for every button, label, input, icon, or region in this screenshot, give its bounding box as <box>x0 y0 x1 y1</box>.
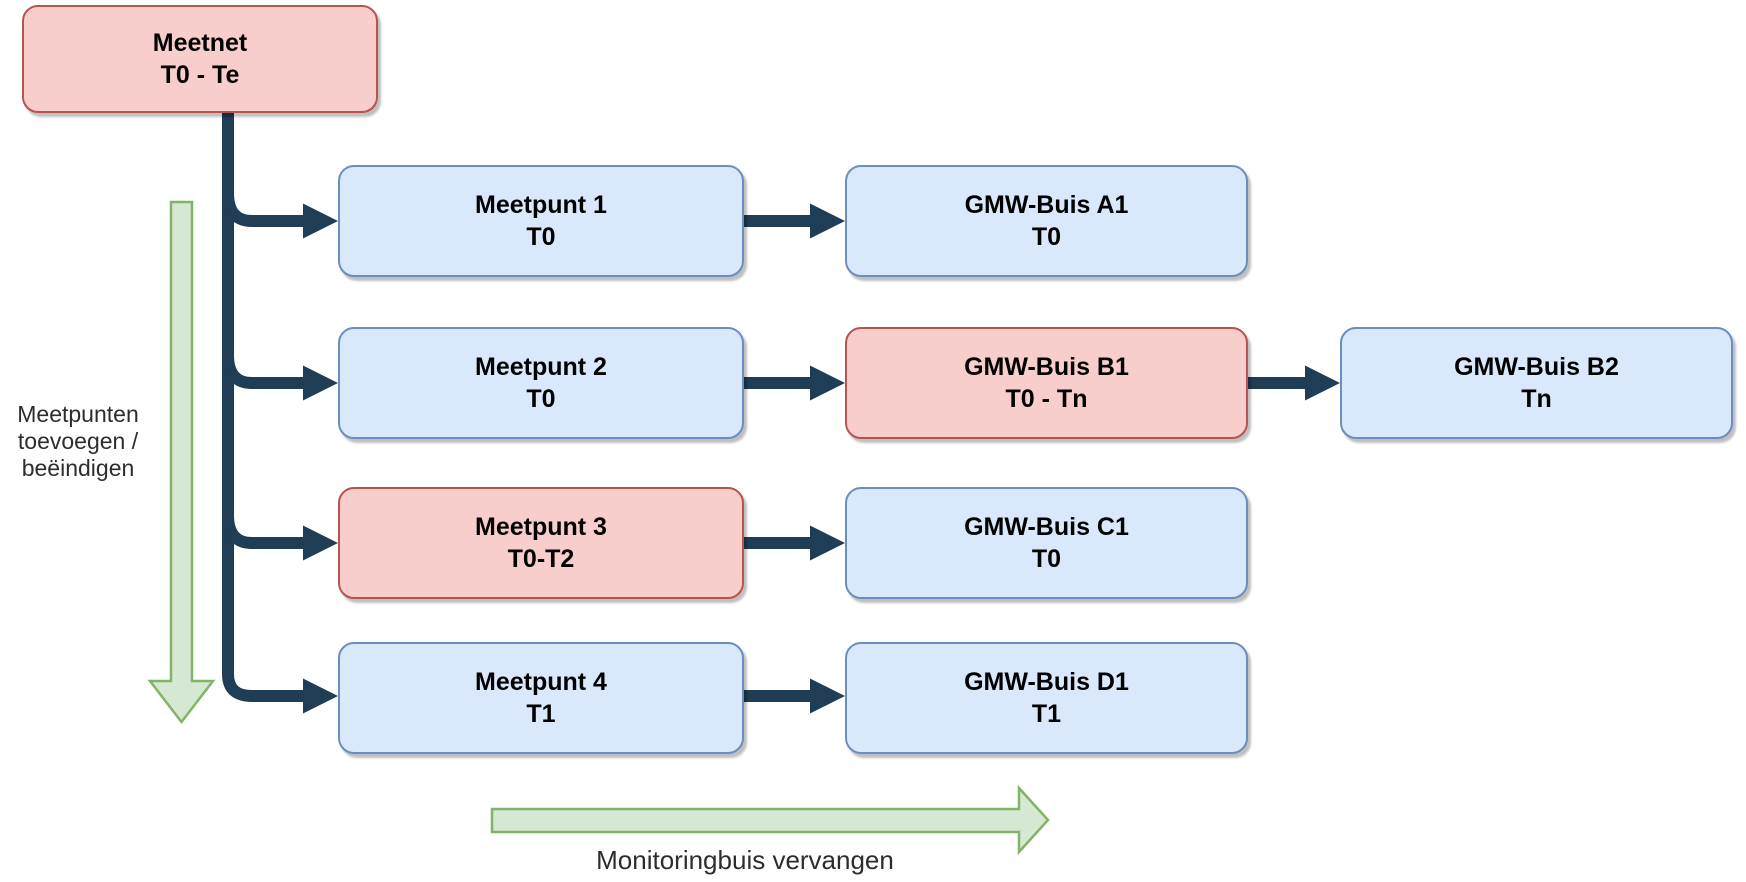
node-gmw-buis-a1: GMW-Buis A1 T0 <box>845 165 1248 277</box>
node-gmw-buis-c1: GMW-Buis C1 T0 <box>845 487 1248 599</box>
branch-arrowhead-1 <box>303 203 338 239</box>
node-meetpunt-4-period: T1 <box>526 700 556 728</box>
arrowhead-row1 <box>810 203 845 239</box>
left-arrow-label-line-2: toevoegen / <box>17 428 139 454</box>
left-arrow-label-line-1: Meetpunten <box>17 401 139 427</box>
branch-line-3 <box>222 514 304 549</box>
arrowhead-row2 <box>810 365 845 401</box>
branch-line-1 <box>222 192 304 227</box>
left-process-arrow <box>147 200 216 725</box>
bottom-arrow-label: Monitoringbuis vervangen <box>596 845 894 875</box>
node-meetpunt-3-period: T0-T2 <box>507 545 575 573</box>
node-gmw-buis-d1-period: T1 <box>1031 700 1062 728</box>
node-meetpunt-3-title: Meetpunt 3 <box>475 512 607 541</box>
bottom-process-arrow <box>490 784 1050 856</box>
node-meetpunt-4-title: Meetpunt 4 <box>475 667 607 696</box>
branch-line-2 <box>222 354 304 389</box>
arrowhead-b1-b2 <box>1305 365 1340 401</box>
node-meetnet-title: Meetnet <box>152 28 248 57</box>
branch-arrowhead-4 <box>303 678 338 714</box>
node-meetpunt-1-period: T0 <box>526 223 556 251</box>
arrowhead-row3 <box>810 525 845 561</box>
node-meetpunt-3: Meetpunt 3 T0-T2 <box>338 487 744 599</box>
node-meetpunt-2-title: Meetpunt 2 <box>475 352 607 381</box>
node-gmw-buis-b1-period: T0 - Tn <box>1005 385 1088 413</box>
left-arrow-label-line-3: beëindigen <box>21 455 135 481</box>
branch-arrowhead-3 <box>303 525 338 561</box>
node-meetnet-period: T0 - Te <box>160 61 240 89</box>
node-meetpunt-2: Meetpunt 2 T0 <box>338 327 744 439</box>
trunk-line <box>222 112 304 702</box>
node-gmw-buis-b1-title: GMW-Buis B1 <box>964 352 1129 381</box>
node-gmw-buis-a1-title: GMW-Buis A1 <box>964 190 1129 219</box>
arrowhead-row4 <box>810 678 845 714</box>
node-meetpunt-1: Meetpunt 1 T0 <box>338 165 744 277</box>
node-gmw-buis-c1-period: T0 <box>1031 545 1062 573</box>
node-meetpunt-1-title: Meetpunt 1 <box>475 190 607 219</box>
node-gmw-buis-a1-period: T0 <box>1031 223 1062 251</box>
node-gmw-buis-b2: GMW-Buis B2 Tn <box>1340 327 1733 439</box>
node-gmw-buis-d1: GMW-Buis D1 T1 <box>845 642 1248 754</box>
left-arrow-label: Meetpunten toevoegen / beëindigen <box>0 401 156 482</box>
node-meetpunt-2-period: T0 <box>526 385 556 413</box>
branch-arrowhead-2 <box>303 365 338 401</box>
node-meetnet: Meetnet T0 - Te <box>22 5 378 113</box>
node-gmw-buis-b2-period: Tn <box>1521 385 1552 413</box>
node-gmw-buis-d1-title: GMW-Buis D1 <box>964 667 1129 696</box>
node-gmw-buis-c1-title: GMW-Buis C1 <box>964 512 1129 541</box>
node-meetpunt-4: Meetpunt 4 T1 <box>338 642 744 754</box>
node-gmw-buis-b1: GMW-Buis B1 T0 - Tn <box>845 327 1248 439</box>
node-gmw-buis-b2-title: GMW-Buis B2 <box>1454 352 1619 381</box>
